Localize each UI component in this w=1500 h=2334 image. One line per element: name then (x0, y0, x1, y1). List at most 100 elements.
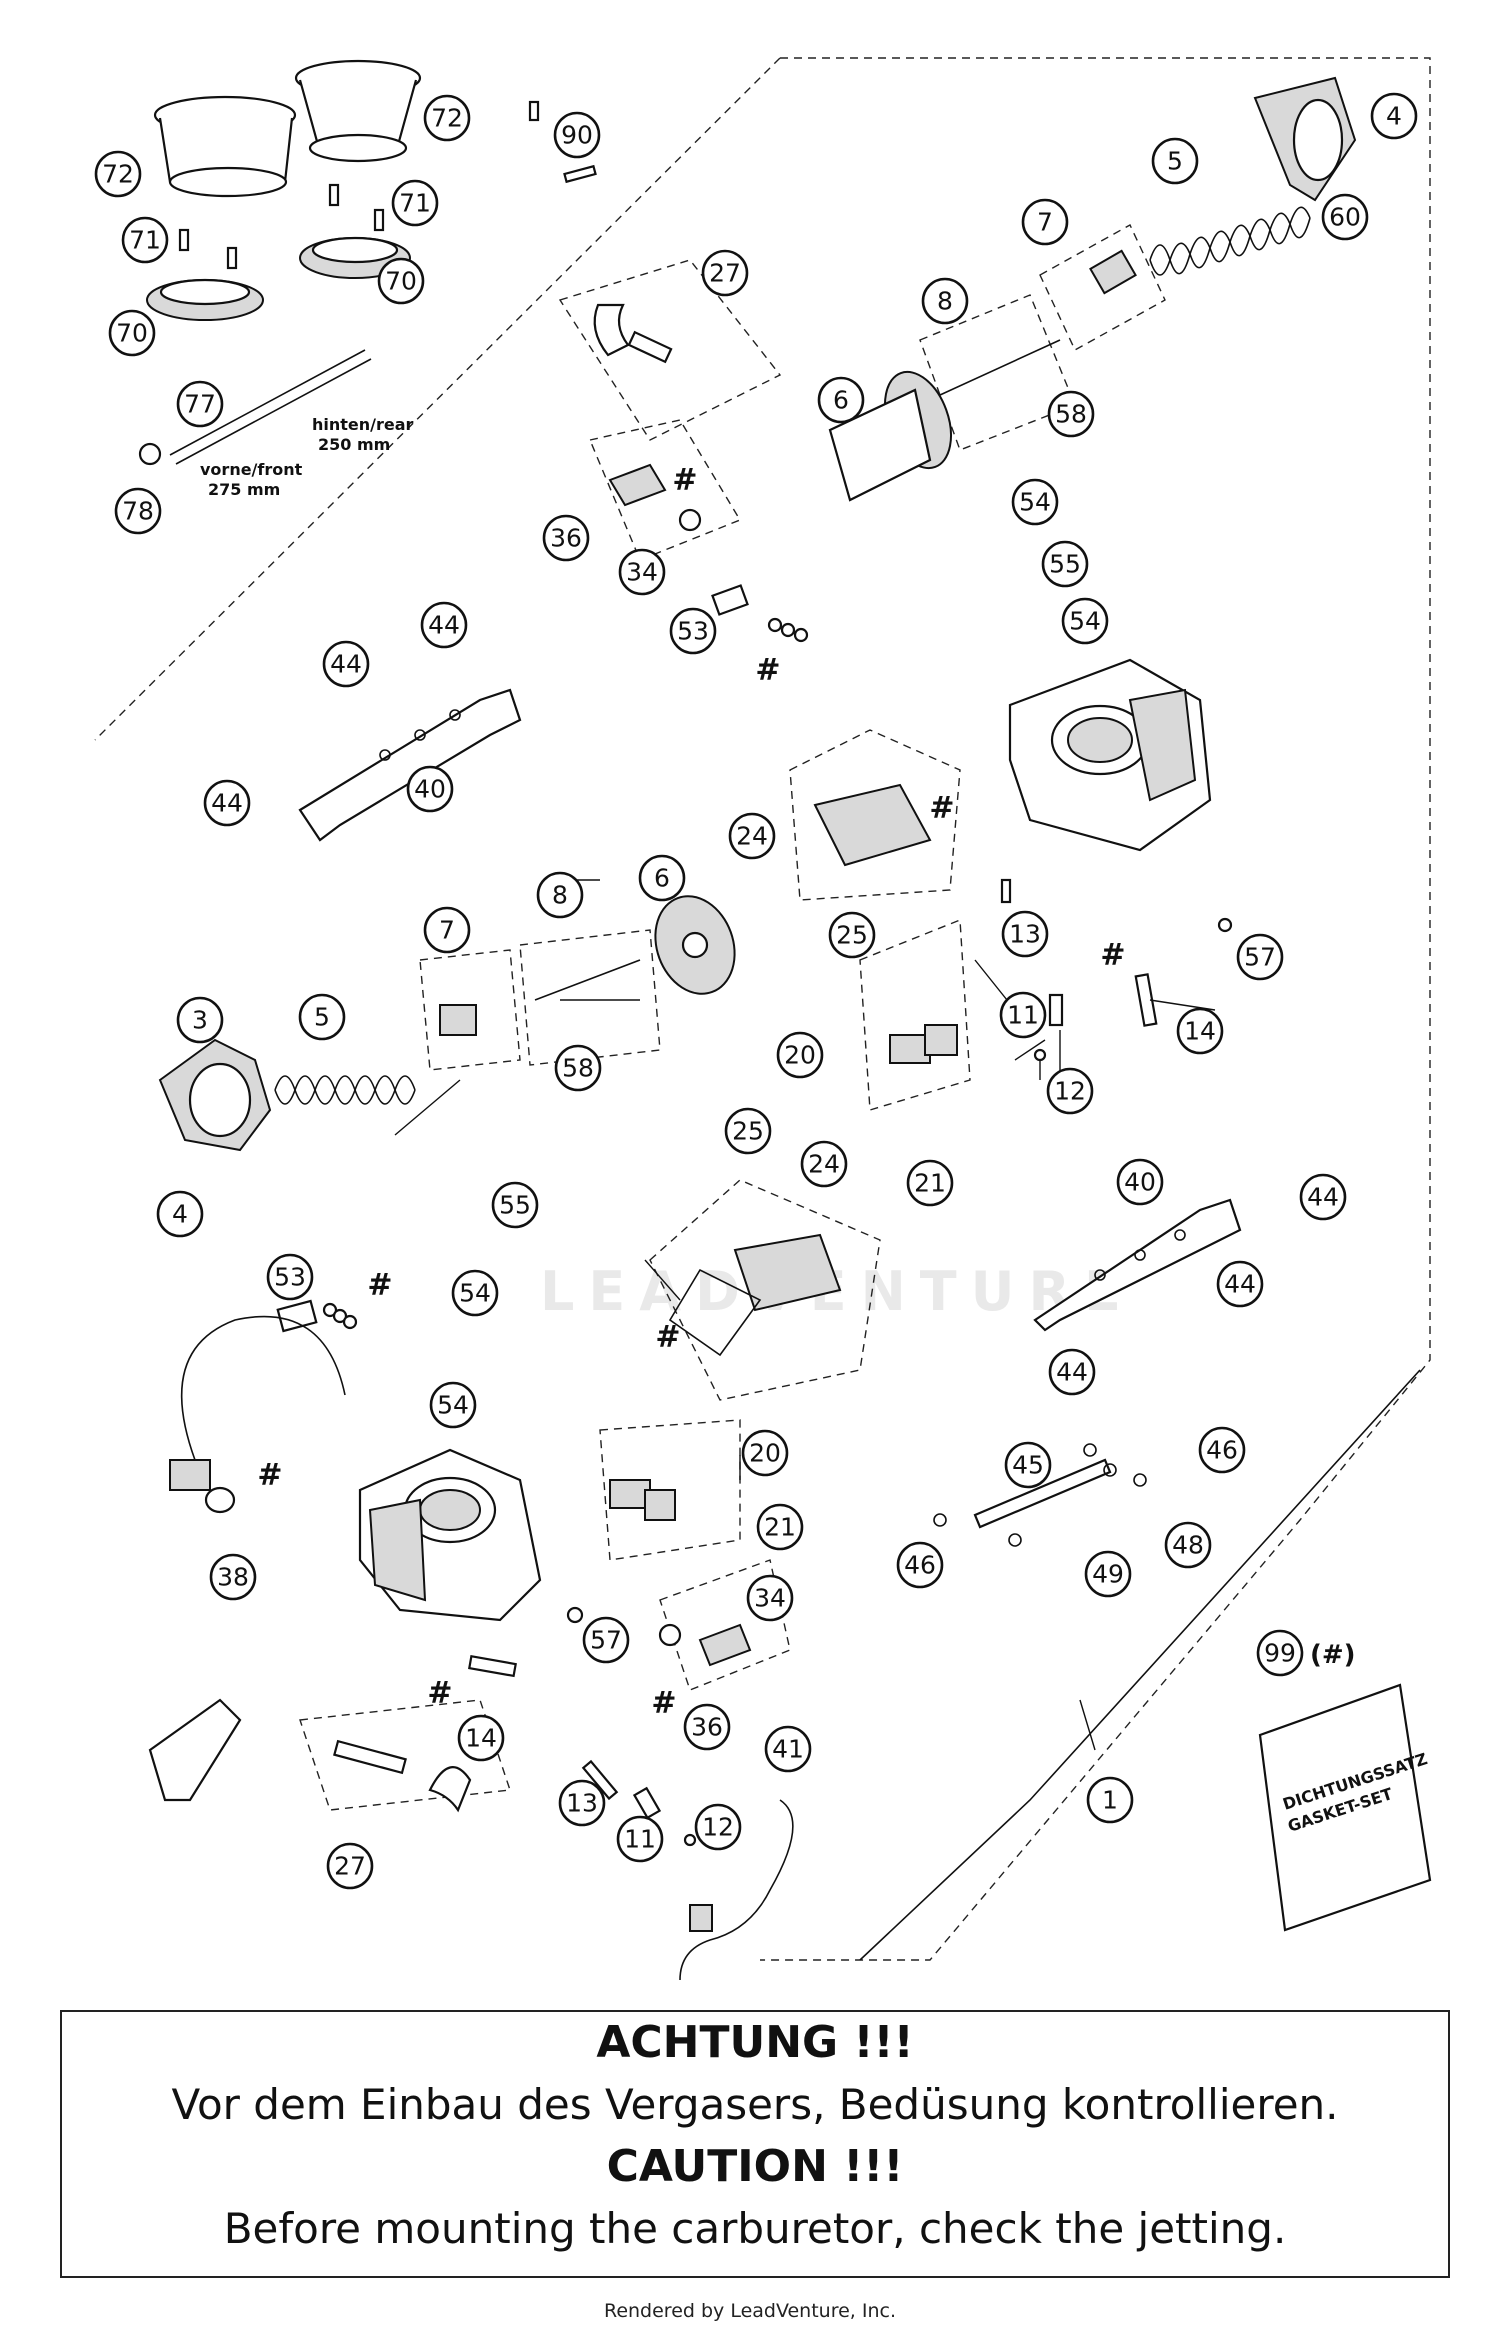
jets-upper (1000, 878, 1233, 1062)
svg-text:44: 44 (428, 611, 460, 640)
callout-5-a: 5 (1151, 137, 1199, 185)
hose-note-front-length: 275 mm (208, 480, 280, 499)
hash-mark: # (257, 1458, 282, 1493)
svg-text:72: 72 (431, 104, 463, 133)
callout-24-a: 24 (728, 812, 776, 860)
svg-text:5: 5 (314, 1003, 330, 1032)
callout-12-b: 12 (694, 1803, 742, 1851)
svg-text:1: 1 (1102, 1786, 1118, 1815)
warning-box: ACHTUNG !!! Vor dem Einbau des Vergasers… (60, 2010, 1450, 2278)
svg-text:44: 44 (211, 789, 243, 818)
callout-24-b: 24 (800, 1140, 848, 1188)
hash-mark: # (367, 1268, 392, 1303)
callout-44-a: 44 (420, 601, 468, 649)
leader-lines (394, 879, 1216, 1751)
svg-text:7: 7 (1037, 208, 1053, 237)
callout-27-b: 27 (326, 1842, 374, 1890)
callout-4-a: 4 (1370, 92, 1418, 140)
vent-hose-77 (138, 349, 372, 466)
svg-text:44: 44 (330, 650, 362, 679)
callout-7-a: 7 (1021, 198, 1069, 246)
svg-text:25: 25 (836, 921, 868, 950)
callout-40-a: 40 (406, 765, 454, 813)
top-cover-4-upper (1253, 76, 1357, 202)
svg-text:44: 44 (1056, 1358, 1088, 1387)
hash-mark: # (929, 791, 954, 826)
hash-mark: # (427, 1676, 452, 1711)
callout-36-a: 36 (542, 514, 590, 562)
hash-mark: # (672, 463, 697, 498)
callout-72-b: 72 (423, 94, 471, 142)
callout-57-a: 57 (1236, 933, 1284, 981)
svg-text:20: 20 (749, 1439, 781, 1468)
svg-text:40: 40 (1124, 1168, 1156, 1197)
callout-36-b: 36 (683, 1703, 731, 1751)
svg-text:55: 55 (499, 1191, 531, 1220)
svg-text:21: 21 (914, 1169, 946, 1198)
svg-text:12: 12 (1054, 1077, 1086, 1106)
callout-40-b: 40 (1116, 1158, 1164, 1206)
lever-arm-lower-left (148, 1698, 242, 1802)
svg-text:6: 6 (654, 864, 670, 893)
callout-70-b: 70 (108, 309, 156, 357)
svg-text:54: 54 (1019, 488, 1051, 517)
svg-text:8: 8 (937, 287, 953, 316)
callout-57-b: 57 (582, 1616, 630, 1664)
svg-text:48: 48 (1172, 1531, 1204, 1560)
warning-title-de: ACHTUNG !!! (596, 2017, 914, 2068)
callout-71-a: 71 (121, 216, 169, 264)
callout-41: 41 (764, 1725, 812, 1773)
fitting-53-upper (711, 584, 809, 643)
warning-text-de: Vor dem Einbau des Vergasers, Bedüsung k… (171, 2080, 1339, 2129)
svg-text:53: 53 (274, 1263, 306, 1292)
callout-6-a: 6 (817, 376, 865, 424)
callout-55-a: 55 (1041, 540, 1089, 588)
callout-58-a: 58 (1047, 390, 1095, 438)
carburetor-body-upper (1008, 658, 1212, 852)
bracket-40-lower (1033, 1198, 1242, 1332)
float-bowl-cover-24-upper (789, 729, 961, 901)
assembly-boundary-left (94, 57, 781, 741)
svg-text:55: 55 (1049, 550, 1081, 579)
lever-34-lower (658, 1559, 791, 1691)
gasket-set-label: (#) (1310, 1640, 1356, 1670)
svg-text:58: 58 (1055, 400, 1087, 429)
hash-mark: # (651, 1686, 676, 1721)
svg-text:6: 6 (833, 386, 849, 415)
svg-text:20: 20 (784, 1041, 816, 1070)
callout-53-a: 53 (669, 607, 717, 655)
callout-1: 1 (1086, 1776, 1134, 1824)
hose-fittings-27-upper (558, 259, 782, 441)
callout-54-d: 54 (429, 1381, 477, 1429)
svg-text:24: 24 (736, 822, 768, 851)
callout-72-a: 72 (94, 150, 142, 198)
svg-text:46: 46 (904, 1551, 936, 1580)
carburetor-body-lower (358, 1448, 542, 1622)
callout-55-b: 55 (491, 1181, 539, 1229)
callout-20-a: 20 (776, 1031, 824, 1079)
svg-text:44: 44 (1224, 1270, 1256, 1299)
callout-58-b: 58 (554, 1044, 602, 1092)
callout-90: 90 (553, 111, 601, 159)
gasket-markers: # # # # # # # # # (257, 463, 1125, 1721)
callout-12-a: 12 (1046, 1067, 1094, 1115)
svg-text:90: 90 (561, 121, 593, 150)
hash-mark: # (755, 653, 780, 688)
spring-5-mid (274, 1075, 416, 1105)
hash-mark: # (1100, 938, 1125, 973)
svg-text:36: 36 (550, 524, 582, 553)
svg-text:44: 44 (1307, 1183, 1339, 1212)
callout-44-c: 44 (203, 779, 251, 827)
svg-text:27: 27 (334, 1852, 366, 1881)
svg-text:77: 77 (184, 390, 216, 419)
callout-14-b: 14 (457, 1714, 505, 1762)
warning-title-en: CAUTION !!! (606, 2141, 904, 2192)
svg-text:70: 70 (116, 319, 148, 348)
callout-53-b: 53 (266, 1253, 314, 1301)
svg-text:36: 36 (691, 1713, 723, 1742)
callout-4-b: 4 (156, 1190, 204, 1238)
top-cover-3 (158, 1038, 272, 1152)
throttle-sensor-38 (169, 1315, 346, 1514)
linkage-45 (933, 1443, 1147, 1547)
svg-text:5: 5 (1167, 147, 1183, 176)
